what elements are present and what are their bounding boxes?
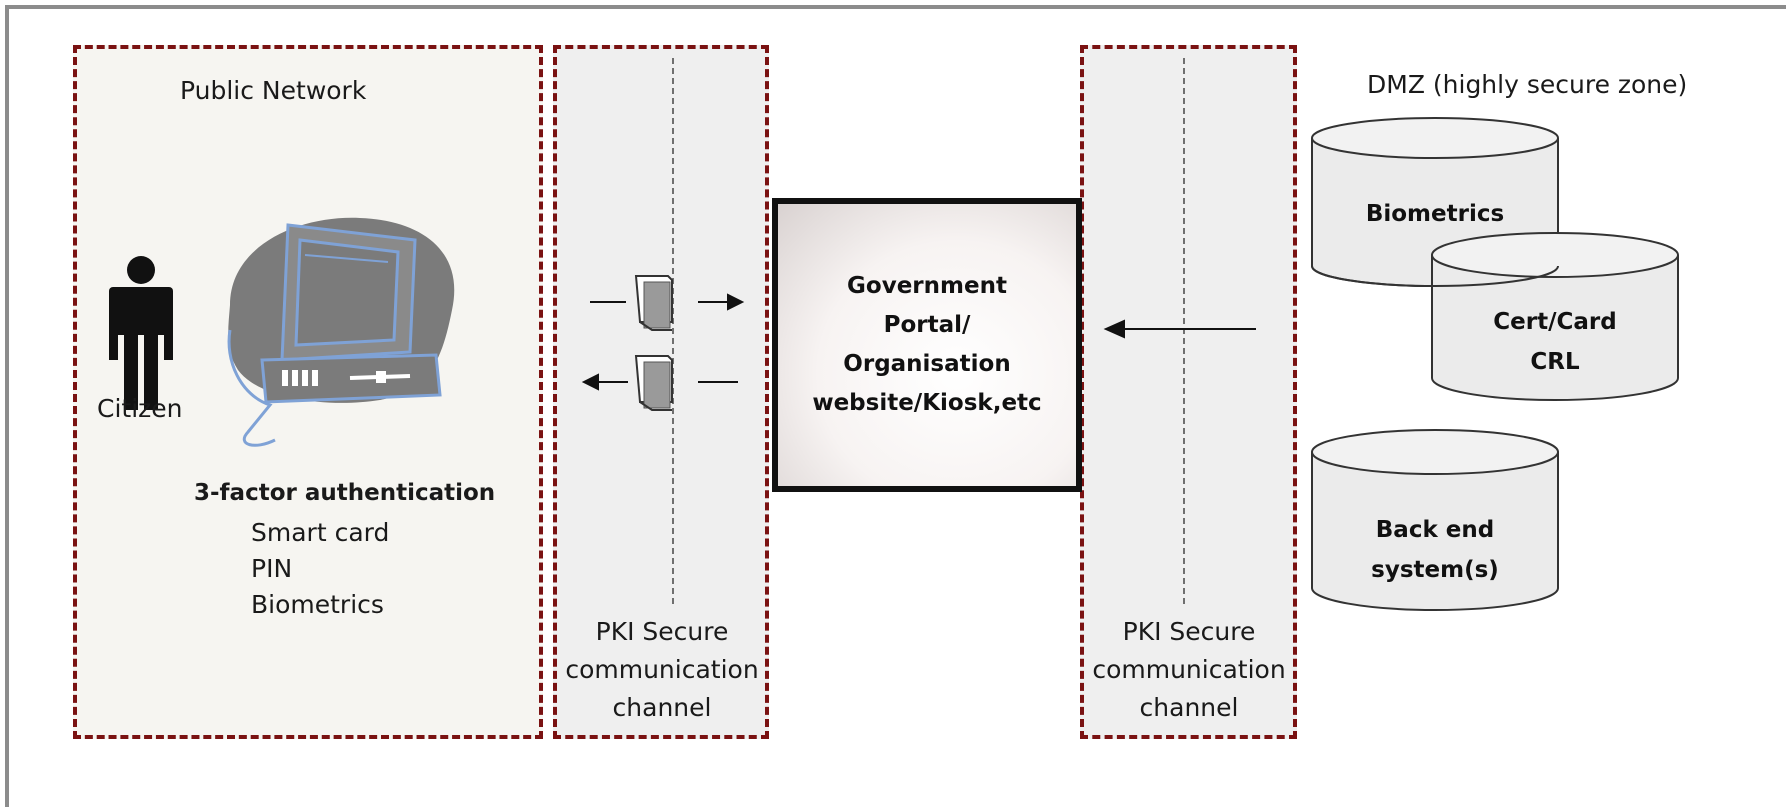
channel-right-label-3: channel xyxy=(1139,693,1239,722)
frame-border xyxy=(5,5,1786,807)
channel-right-divider xyxy=(1183,58,1185,604)
database-backend-label: Back end system(s) xyxy=(1371,517,1499,583)
database-icon xyxy=(1311,429,1559,611)
channel-left-label-3: channel xyxy=(612,693,712,722)
channel-right-label-2: communication xyxy=(1092,655,1286,684)
computer-icon xyxy=(227,217,455,447)
arrow-icon xyxy=(581,373,738,391)
auth-factor-biometrics: Biometrics xyxy=(251,590,384,619)
channel-left-label-2: communication xyxy=(565,655,759,684)
auth-factor-smart-card: Smart card xyxy=(251,518,390,547)
document-icon xyxy=(634,355,673,411)
channel-right-label-1: PKI Secure xyxy=(1122,617,1256,646)
auth-title: 3-factor authentication xyxy=(194,480,496,506)
portal-label: Government Portal/ Organisation website/… xyxy=(812,273,1042,416)
database-biometrics-label: Biometrics xyxy=(1365,201,1505,227)
pki-channel-right-zone xyxy=(1080,45,1297,739)
government-portal-box: Government Portal/ Organisation website/… xyxy=(772,198,1082,492)
database-icon xyxy=(1431,232,1679,401)
dmz-title: DMZ (highly secure zone) xyxy=(1367,70,1688,99)
channel-left-label-1: PKI Secure xyxy=(595,617,729,646)
auth-factor-pin: PIN xyxy=(251,554,293,583)
arrow-icon xyxy=(590,293,745,311)
document-icon xyxy=(634,275,673,331)
public-network-title: Public Network xyxy=(180,76,367,105)
arrow-icon xyxy=(1103,319,1256,339)
channel-left-divider xyxy=(672,58,674,604)
database-cert-crl-label: Cert/Card CRL xyxy=(1493,309,1617,375)
citizen-label: Citizen xyxy=(97,394,183,423)
person-icon xyxy=(109,256,173,410)
